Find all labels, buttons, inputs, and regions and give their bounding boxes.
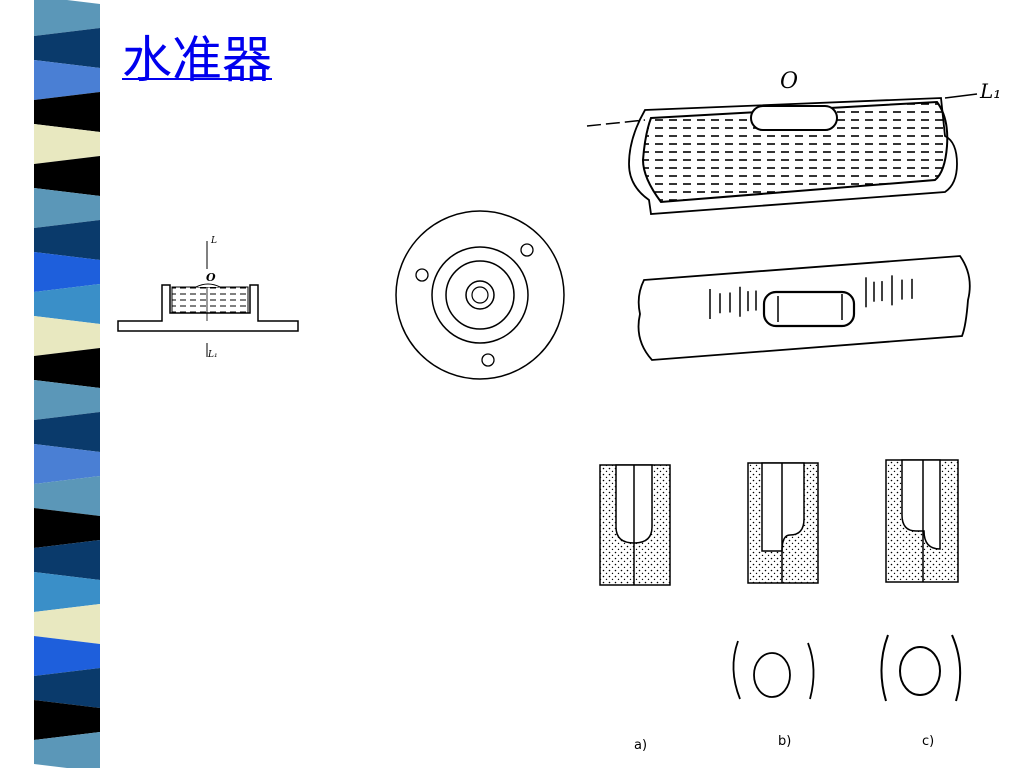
stripe-band bbox=[34, 380, 100, 420]
slide-title: 水准器 bbox=[122, 31, 272, 89]
stripe-band bbox=[34, 604, 100, 644]
prism-b bbox=[747, 462, 819, 584]
axis-label-l1: L₁ bbox=[979, 79, 1001, 103]
center-label-o: O bbox=[206, 271, 216, 284]
bubble-view-b bbox=[732, 640, 815, 700]
tube-level-figure: L₁ O bbox=[586, 69, 1001, 215]
axis-label-l: L bbox=[210, 236, 217, 246]
box-level-section-figure: L O L₁ bbox=[117, 236, 299, 360]
decorative-stripe bbox=[34, 0, 100, 768]
stripe-band bbox=[34, 444, 100, 484]
stripe-band bbox=[34, 636, 100, 676]
center-label-o: O bbox=[780, 69, 798, 94]
prism-c bbox=[885, 459, 959, 583]
axis-label-l1: L₁ bbox=[207, 350, 218, 360]
stripe-band bbox=[34, 0, 100, 36]
prism-a bbox=[599, 464, 671, 586]
stripe-band bbox=[34, 508, 100, 548]
stripe-band bbox=[34, 92, 100, 132]
stripe-band bbox=[34, 188, 100, 228]
label-c: c) bbox=[922, 734, 934, 749]
stripe-band bbox=[34, 348, 100, 388]
stripe-band bbox=[34, 284, 100, 324]
stripe-band bbox=[34, 540, 100, 580]
circular-level-top-view-figure bbox=[395, 210, 565, 380]
stripe-band bbox=[34, 316, 100, 356]
stripe-band bbox=[34, 156, 100, 196]
stripe-band bbox=[34, 412, 100, 452]
coincidence-prism-figure: a) b) c) bbox=[599, 459, 962, 753]
stripe-band bbox=[34, 732, 100, 768]
stripe-band bbox=[34, 220, 100, 260]
stripe-band bbox=[34, 124, 100, 164]
stripe-band bbox=[34, 572, 100, 612]
stripe-band bbox=[34, 60, 100, 100]
stripe-band bbox=[34, 476, 100, 516]
bubble-view-c bbox=[880, 634, 962, 702]
label-a: a) bbox=[634, 738, 647, 753]
stripe-band bbox=[34, 28, 100, 68]
graduated-vial-figure bbox=[637, 255, 971, 361]
stripe-band bbox=[34, 252, 100, 292]
label-b: b) bbox=[778, 734, 791, 749]
stripe-band bbox=[34, 700, 100, 740]
stripe-band bbox=[34, 668, 100, 708]
